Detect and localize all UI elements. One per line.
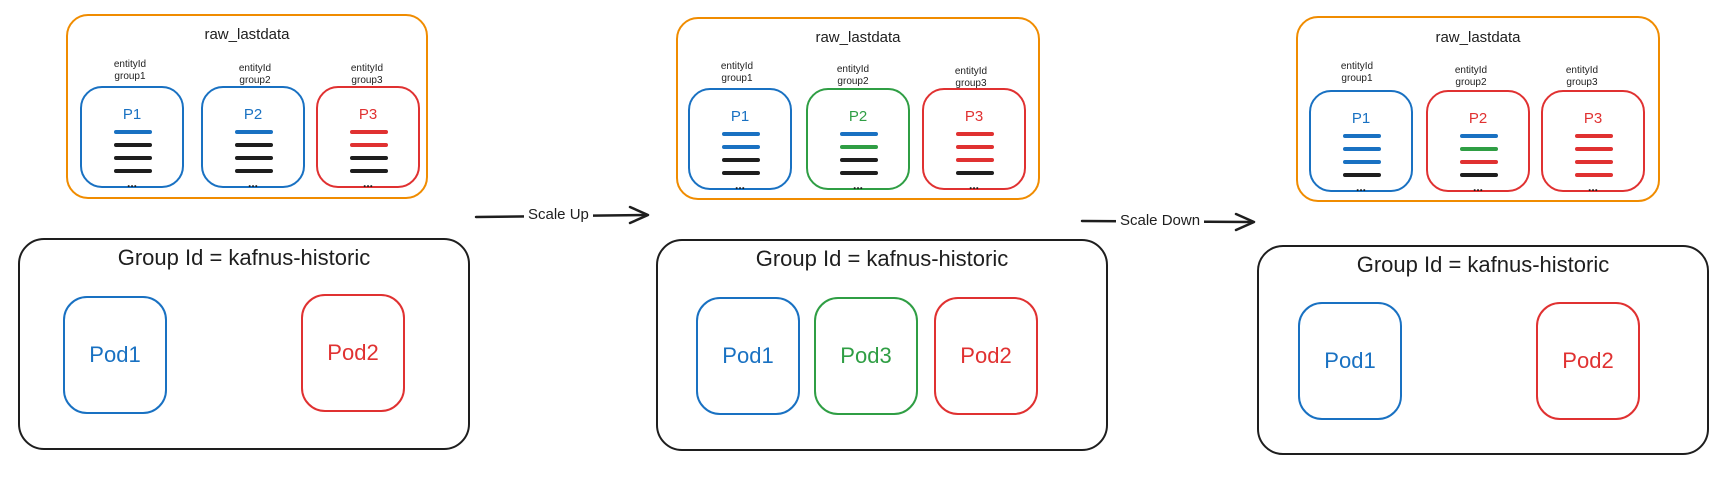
ellipsis: ... [247,176,258,190]
partition-p2: P2 ... [1426,90,1530,194]
ellipsis: ... [968,178,979,192]
partition-p2: P2 ... [806,88,910,192]
message-line [956,132,994,136]
partition-label: P3 [964,108,984,125]
message-line [1460,147,1498,151]
message-line [1343,160,1381,164]
topic-box: raw_lastdata [1296,16,1660,202]
message-line [840,171,878,175]
partition-label: P1 [1351,110,1371,127]
topic-box: raw_lastdata [66,14,428,199]
scale-up-label: Scale Up [524,206,593,223]
message-line [1343,147,1381,151]
message-line [956,158,994,162]
message-line [114,130,152,134]
partition-label: P1 [122,106,142,123]
message-line [1460,173,1498,177]
pod-card: Pod1 [696,297,800,415]
message-line [956,145,994,149]
message-line [1460,160,1498,164]
message-line [956,171,994,175]
partition-label: P2 [243,106,263,123]
message-line [722,132,760,136]
ellipsis: ... [362,176,373,190]
ellipsis: ... [1587,180,1598,194]
message-line [350,169,388,173]
message-line [1460,134,1498,138]
message-line [235,169,273,173]
message-line [1343,134,1381,138]
consumer-group-box: Group Id = kafnus-historic [18,238,470,450]
message-line [840,158,878,162]
message-line [1575,173,1613,177]
pod-card: Pod2 [301,294,405,412]
partition-label: P2 [848,108,868,125]
pod-card: Pod1 [1298,302,1402,420]
group-title: Group Id = kafnus-historic [117,245,371,270]
partition-label: P3 [1583,110,1603,127]
message-line [1575,160,1613,164]
partition-p1: P1 ... [80,86,184,190]
message-line [350,130,388,134]
message-line [1575,134,1613,138]
partition-p1: P1 ... [1309,90,1413,194]
message-line [840,132,878,136]
message-line [235,156,273,160]
topic-title: raw_lastdata [1435,29,1521,46]
pod-card: Pod2 [1536,302,1640,420]
message-line [840,145,878,149]
pod-card: Pod3 [814,297,918,415]
pod-card: Pod1 [63,296,167,414]
ellipsis: ... [852,178,863,192]
topic-title: raw_lastdata [815,29,901,46]
message-line [1343,173,1381,177]
partition-label: P1 [730,108,750,125]
message-line [722,145,760,149]
partition-p1: P1 ... [688,88,792,192]
ellipsis: ... [126,176,137,190]
message-line [722,171,760,175]
ellipsis: ... [734,178,745,192]
consumer-group-box: Group Id = kafnus-historic [656,239,1108,451]
partition-p2: P2 ... [201,86,305,190]
partition-p3: P3 ... [922,88,1026,192]
ellipsis: ... [1355,180,1366,194]
scale-down-label: Scale Down [1116,212,1205,229]
partition-label: P3 [358,106,378,123]
message-line [114,143,152,147]
message-line [235,130,273,134]
consumer-group-box: Group Id = kafnus-historic [1257,245,1709,455]
group-title: Group Id = kafnus-historic [755,246,1009,271]
message-line [114,156,152,160]
pod-card: Pod2 [934,297,1038,415]
partition-label: P2 [1468,110,1488,127]
partition-p3: P3 ... [1541,90,1645,194]
topic-title: raw_lastdata [204,26,290,43]
message-line [1575,147,1613,151]
group-title: Group Id = kafnus-historic [1356,252,1610,277]
message-line [350,143,388,147]
message-line [235,143,273,147]
message-line [722,158,760,162]
partition-p3: P3 ... [316,86,420,190]
message-line [114,169,152,173]
topic-box: raw_lastdata [676,17,1040,200]
message-line [350,156,388,160]
ellipsis: ... [1472,180,1483,194]
